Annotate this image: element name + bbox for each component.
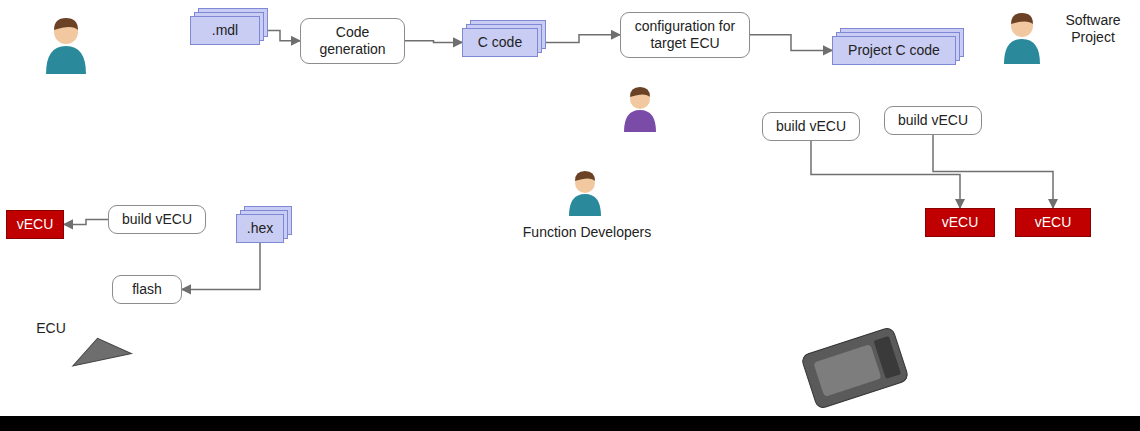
process-box: configuration for target ECU [620,12,750,58]
node-text: build vECU [892,112,974,129]
flow-arrow [750,35,832,51]
flow-arrow [260,30,300,40]
document-stack: .hex [236,214,284,243]
document-stack: Project C code [832,36,956,65]
vecu-box: vECU [925,208,995,237]
document-stack: C code [462,28,538,57]
flow-arrow [811,141,960,208]
ecu-device [68,332,131,366]
flow-arrow [64,219,108,224]
node-text: build vECU [116,211,198,228]
document-stack: .mdl [190,16,260,45]
person-icon [46,18,86,74]
node-text: Project C code [840,42,948,59]
process-box: Code generation [300,18,405,64]
person-icon [569,171,601,216]
flow-arrow [538,35,620,43]
process-box: flash [112,275,182,304]
person-icon [624,87,656,132]
flow-arrow [933,135,1053,208]
flow-arrow [182,243,260,290]
ecu-device [801,327,910,410]
node-text: vECU [1023,214,1083,231]
vecu-box: vECU [6,210,64,239]
node-text: .hex [244,220,276,237]
role-label: Software Project [1048,12,1138,46]
node-text: vECU [14,216,56,233]
bottom-band [0,416,1140,431]
node-text: Code generation [308,24,397,58]
process-box: build vECU [884,106,982,135]
node-text: configuration for target ECU [628,18,742,52]
flow-arrow [405,41,462,43]
node-text: flash [120,281,174,298]
node-text: .mdl [198,22,252,39]
node-text: vECU [933,214,987,231]
role-label: Function Developers [510,224,664,241]
person-icon [1004,13,1040,64]
process-box: build vECU [762,112,860,141]
node-text: build vECU [770,118,852,135]
node-text: C code [470,34,530,51]
process-box: build vECU [108,205,206,234]
vecu-box: vECU [1015,208,1091,237]
device-label: ECU [24,320,78,337]
